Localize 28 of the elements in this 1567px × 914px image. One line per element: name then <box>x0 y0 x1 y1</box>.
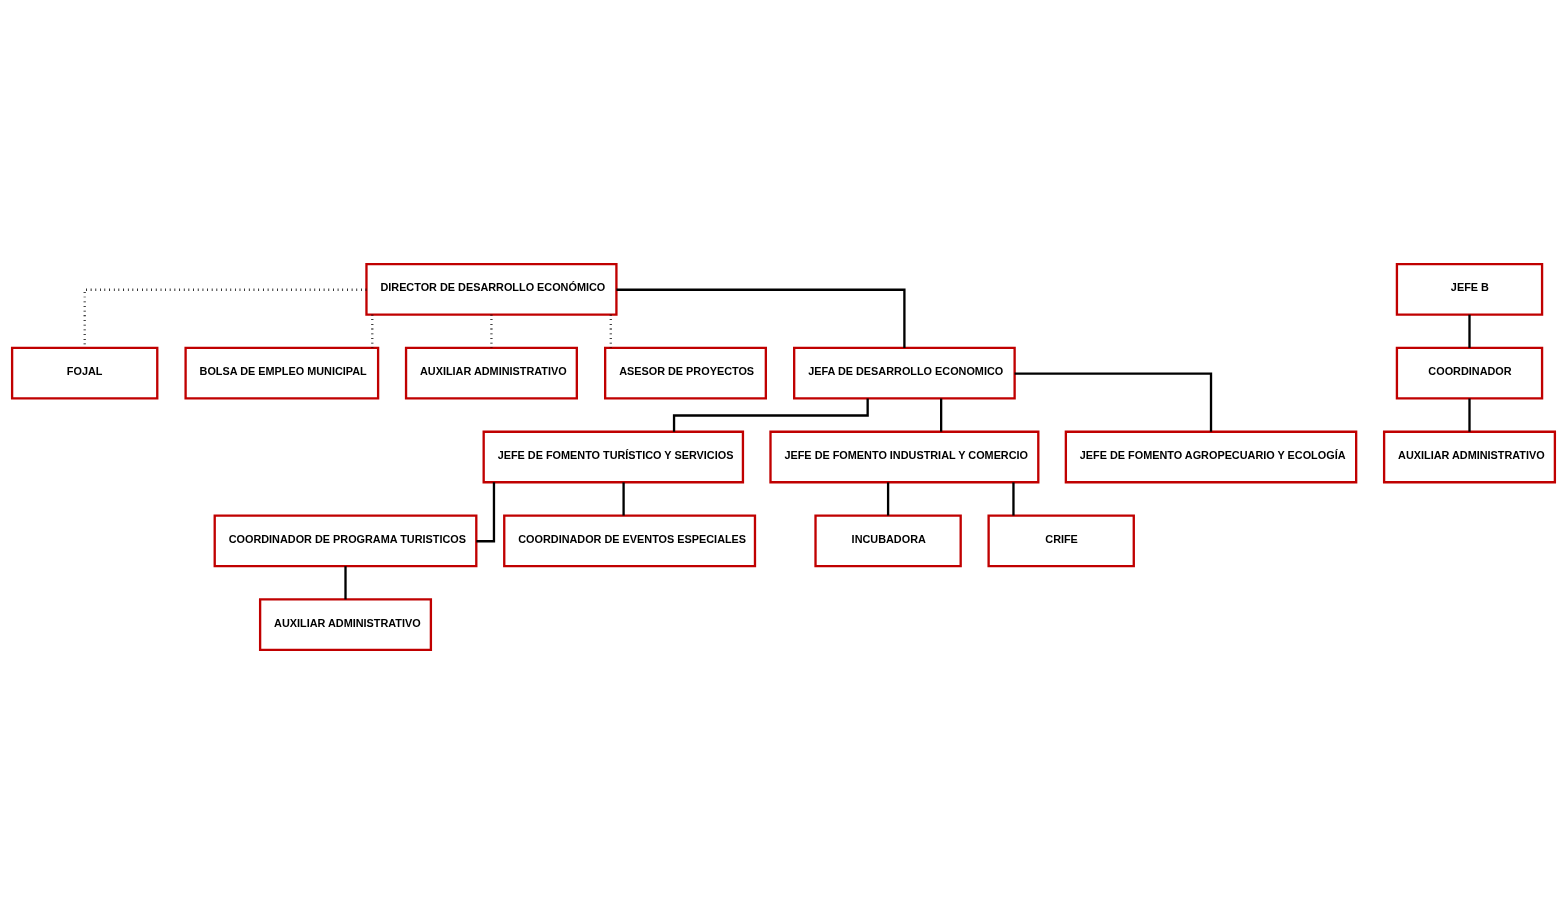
connector <box>616 288 906 348</box>
node-box: FOJAL <box>10 346 159 400</box>
connector <box>1012 482 1015 516</box>
node-box: BOLSA DE EMPLEO MUNICIPAL <box>184 346 380 400</box>
connector <box>672 398 869 432</box>
node-box: JEFA DE DESARROLLO ECONOMICO <box>793 346 1016 400</box>
node-box: COORDINADOR DE PROGRAMA TURISTICOS <box>213 514 478 568</box>
node-box: DIRECTOR DE DESARROLLO ECONÓMICO <box>365 262 618 316</box>
connector <box>476 482 496 543</box>
connector <box>1468 314 1471 348</box>
connector <box>344 566 347 600</box>
node-box: COORDINADOR <box>1395 346 1544 400</box>
node-box: INCUBADORA <box>814 514 962 568</box>
node-box: JEFE B <box>1395 262 1544 316</box>
connector <box>1014 372 1213 432</box>
node-box: AUXILIAR ADMINISTRATIVO <box>1382 430 1557 484</box>
connector <box>1468 398 1471 432</box>
connector <box>622 482 625 516</box>
node-box: CRIFE <box>987 514 1135 568</box>
node-box: AUXILIAR ADMINISTRATIVO <box>258 598 433 652</box>
node-box: ASESOR DE PROYECTOS <box>604 346 767 400</box>
node-box: JEFE DE FOMENTO INDUSTRIAL Y COMERCIO <box>769 430 1040 484</box>
node-box: COORDINADOR DE EVENTOS ESPECIALES <box>503 514 757 568</box>
node-box: JEFE DE FOMENTO AGROPECUARIO Y ECOLOGÍA <box>1064 430 1358 484</box>
node-box: JEFE DE FOMENTO TURÍSTICO Y SERVICIOS <box>482 430 745 484</box>
connector <box>939 398 943 432</box>
connector <box>886 482 890 516</box>
node-box: AUXILIAR ADMINISTRATIVO <box>404 346 578 400</box>
